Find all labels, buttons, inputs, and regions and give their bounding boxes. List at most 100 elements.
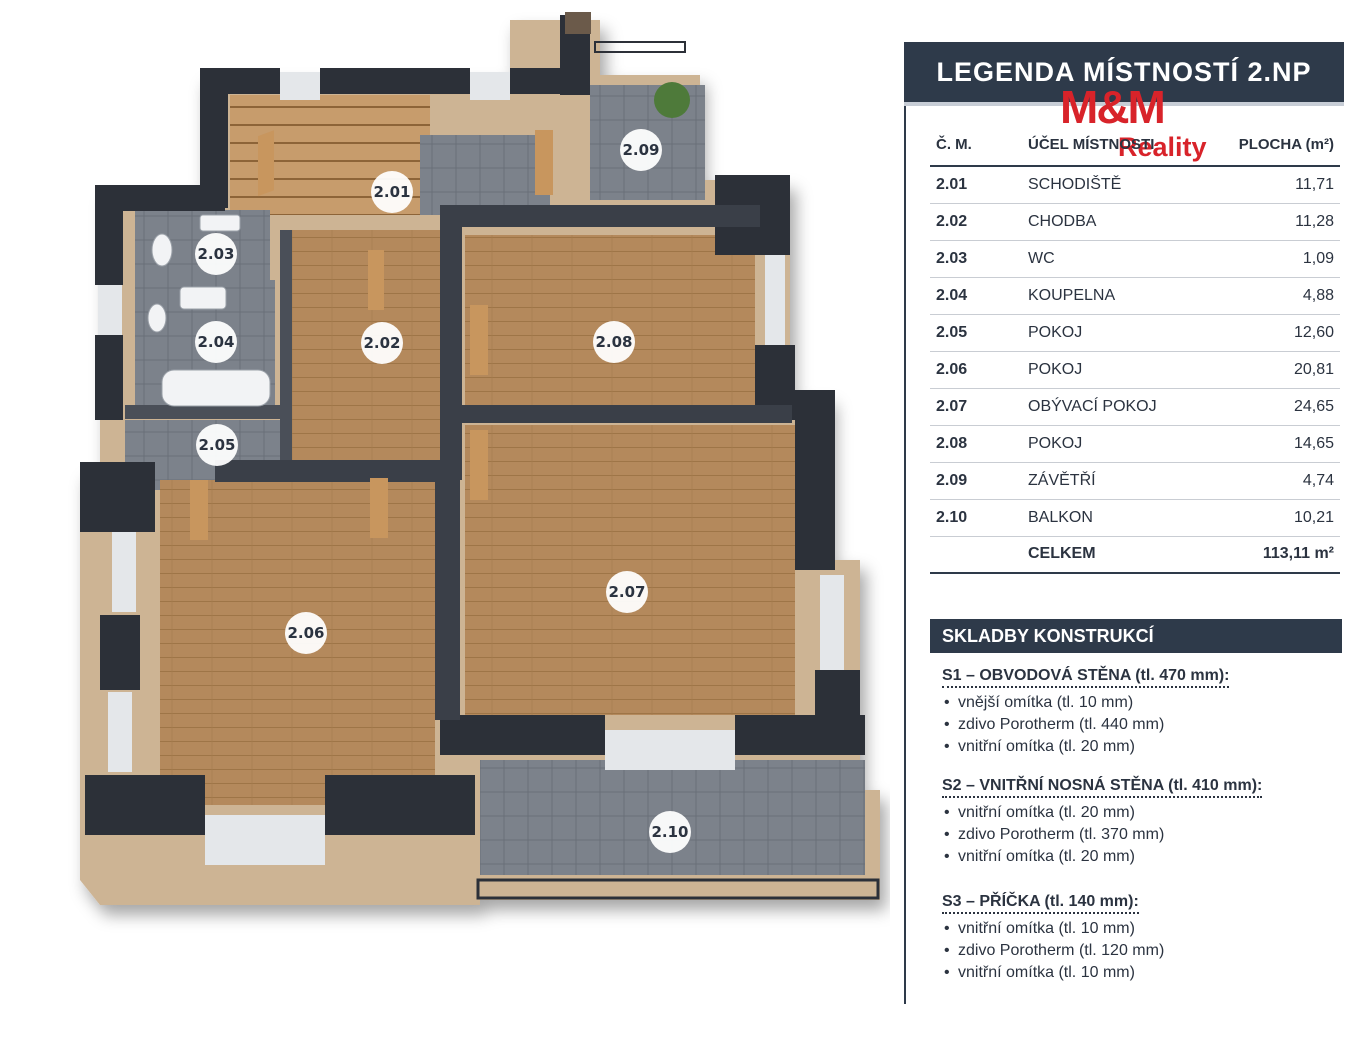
construction-layers: vnitřní omítka (tl. 20 mm) zdivo Porothe…	[942, 802, 1342, 868]
layer-item: vnitřní omítka (tl. 20 mm)	[942, 846, 1342, 868]
porch-railing	[594, 41, 686, 53]
room-area: 4,88	[1222, 277, 1340, 315]
layer-item: zdivo Porotherm (tl. 370 mm)	[942, 824, 1342, 846]
construction-s1: S1 – OBVODOVÁ STĚNA (tl. 470 mm): vnější…	[942, 667, 1342, 758]
legend-panel: LEGENDA MÍSTNOSTÍ 2.NP	[904, 42, 1344, 1004]
construction-title: S2 – VNITŘNÍ NOSNÁ STĚNA (tl. 410 mm):	[942, 777, 1263, 798]
floor-plan: 2.01 2.02 2.03 2.04 2.05 2.06 2.07 2.08 …	[80, 12, 880, 905]
room-labels: 2.01 2.02 2.03 2.04 2.05 2.06 2.07 2.08 …	[195, 129, 691, 853]
room-number: 2.05	[930, 314, 1022, 352]
room-number: 2.02	[930, 203, 1022, 241]
chimney	[565, 12, 591, 34]
room-area: 20,81	[1222, 351, 1340, 389]
room-number: 2.09	[930, 462, 1022, 500]
layer-item: vnější omítka (tl. 10 mm)	[942, 692, 1342, 714]
fixtures	[98, 12, 880, 900]
room-label-204: 2.04	[195, 321, 237, 363]
layer-item: vnitřní omítka (tl. 10 mm)	[942, 918, 1342, 940]
svg-text:2.01: 2.01	[373, 183, 410, 201]
wc-sink-icon	[199, 214, 241, 232]
door-icon	[535, 130, 553, 195]
layer-item: zdivo Porotherm (tl. 120 mm)	[942, 940, 1342, 962]
room-area: 12,60	[1222, 314, 1340, 352]
svg-text:2.06: 2.06	[287, 624, 324, 642]
legend-header: LEGENDA MÍSTNOSTÍ 2.NP	[904, 42, 1344, 106]
header-number: Č. M.	[930, 124, 1022, 167]
room-purpose: POKOJ	[1022, 425, 1222, 463]
walls	[80, 15, 865, 835]
svg-text:2.07: 2.07	[608, 583, 645, 601]
room-number: 2.07	[930, 388, 1022, 426]
room-purpose: KOUPELNA	[1022, 277, 1222, 315]
toilet-icon	[151, 233, 173, 267]
room-purpose: POKOJ	[1022, 314, 1222, 352]
room-area: 10,21	[1222, 499, 1340, 537]
room-purpose: BALKON	[1022, 499, 1222, 537]
legend-title: LEGENDA MÍSTNOSTÍ 2.NP	[936, 56, 1312, 87]
sink-icon	[179, 286, 227, 310]
room-area: 11,28	[1222, 203, 1340, 241]
room-purpose: CHODBA	[1022, 203, 1222, 241]
room-number: 2.03	[930, 240, 1022, 278]
construction-s3: S3 – PŘÍČKA (tl. 140 mm): vnitřní omítka…	[942, 893, 1342, 984]
room-label-205: 2.05	[196, 424, 238, 466]
constructions-title: SKLADBY KONSTRUKCÍ	[930, 619, 1342, 653]
room-label-206: 2.06	[285, 612, 327, 654]
window-icon	[108, 692, 132, 772]
svg-text:2.08: 2.08	[595, 333, 632, 351]
room-purpose: WC	[1022, 240, 1222, 278]
room-label-208: 2.08	[593, 321, 635, 363]
legend-frame	[904, 42, 906, 1004]
room-area: 11,71	[1222, 166, 1340, 204]
svg-text:2.04: 2.04	[197, 333, 234, 351]
layer-item: zdivo Porotherm (tl. 440 mm)	[942, 714, 1342, 736]
construction-title: S1 – OBVODOVÁ STĚNA (tl. 470 mm):	[942, 667, 1230, 688]
window-icon	[205, 815, 325, 865]
balcony-railing	[476, 878, 880, 900]
toilet-2-icon	[147, 303, 167, 333]
window-icon	[765, 255, 785, 345]
door-icon	[190, 480, 208, 540]
header-purpose: ÚČEL MÍSTNOSTI	[1022, 124, 1222, 167]
window-icon	[605, 730, 735, 770]
door-icon	[470, 305, 488, 375]
construction-layers: vnitřní omítka (tl. 10 mm) zdivo Porothe…	[942, 918, 1342, 984]
room-label-201: 2.01	[371, 171, 413, 213]
svg-text:2.03: 2.03	[197, 245, 234, 263]
room-table-header: Č. M. ÚČEL MÍSTNOSTI PLOCHA (m²)	[930, 124, 1340, 167]
door-icon	[470, 430, 488, 500]
total-value: 113,11 m²	[1222, 536, 1340, 574]
room-label-202: 2.02	[361, 322, 403, 364]
window-icon	[112, 532, 136, 612]
room-label-209: 2.09	[620, 129, 662, 171]
door-icon	[368, 250, 384, 310]
room-label-207: 2.07	[606, 571, 648, 613]
construction-title: S3 – PŘÍČKA (tl. 140 mm):	[942, 893, 1139, 914]
layer-item: vnitřní omítka (tl. 10 mm)	[942, 962, 1342, 984]
layer-item: vnitřní omítka (tl. 20 mm)	[942, 802, 1342, 824]
window-icon	[470, 72, 510, 100]
room-number: 2.01	[930, 166, 1022, 204]
room-label-210: 2.10	[649, 811, 691, 853]
total-spacer	[930, 536, 1022, 574]
landing-floor	[420, 135, 550, 215]
window-icon	[820, 575, 844, 670]
svg-text:2.02: 2.02	[363, 334, 400, 352]
construction-s2: S2 – VNITŘNÍ NOSNÁ STĚNA (tl. 410 mm): v…	[942, 777, 1342, 868]
room-area: 24,65	[1222, 388, 1340, 426]
room-purpose: OBÝVACÍ POKOJ	[1022, 388, 1222, 426]
room-number: 2.04	[930, 277, 1022, 315]
room-purpose: POKOJ	[1022, 351, 1222, 389]
window-icon	[280, 72, 320, 100]
room-purpose: SCHODIŠTĚ	[1022, 166, 1222, 204]
